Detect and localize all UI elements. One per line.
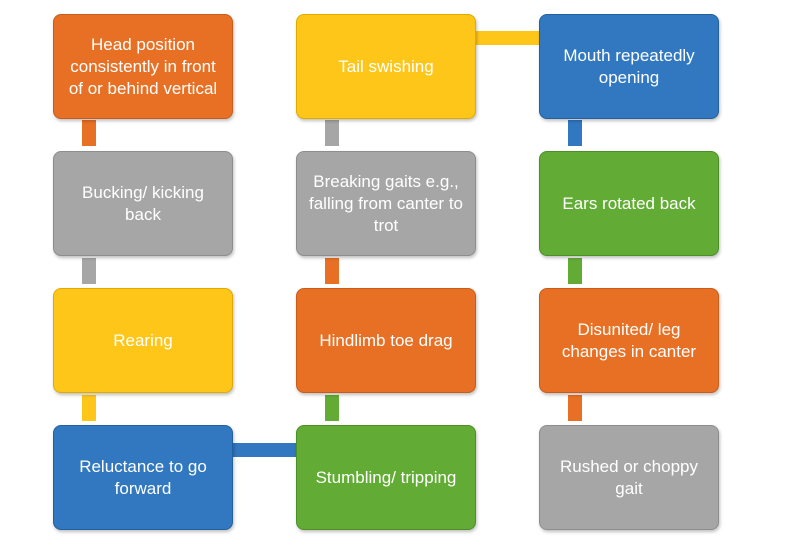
- box-breaking-gaits-label: Breaking gaits e.g., falling from canter…: [308, 171, 463, 235]
- connector-stumbling-to-toe-drag: [325, 395, 339, 421]
- connector-breaking-to-tail: [325, 120, 339, 146]
- box-tail-swishing: Tail swishing: [296, 14, 476, 119]
- connector-disunited-to-rushed: [568, 395, 582, 421]
- box-hindlimb-toe-drag-label: Hindlimb toe drag: [319, 330, 453, 350]
- connector-mouth-to-ears: [568, 120, 582, 146]
- connector-tail-to-mouth: [476, 31, 539, 45]
- box-stumbling-label: Stumbling/ tripping: [315, 467, 457, 487]
- connector-rearing-to-reluctance: [82, 395, 96, 421]
- box-reluctance: Reluctance to go forward: [53, 425, 233, 530]
- box-rearing-label: Rearing: [113, 330, 173, 350]
- box-ears-rotated: Ears rotated back: [539, 151, 719, 256]
- connector-bucking-to-rearing: [82, 258, 96, 284]
- connector-head-to-bucking: [82, 120, 96, 146]
- box-rearing: Rearing: [53, 288, 233, 393]
- box-breaking-gaits: Breaking gaits e.g., falling from canter…: [296, 151, 476, 256]
- box-mouth-opening: Mouth repeatedly opening: [539, 14, 719, 119]
- box-bucking: Bucking/ kicking back: [53, 151, 233, 256]
- box-disunited: Disunited/ leg changes in canter: [539, 288, 719, 393]
- box-rushed-gait-label: Rushed or choppy gait: [560, 456, 698, 498]
- box-head-position: Head position consistently in front of o…: [53, 14, 233, 119]
- box-stumbling: Stumbling/ tripping: [296, 425, 476, 530]
- box-reluctance-label: Reluctance to go forward: [79, 456, 207, 498]
- connector-ears-to-disunited: [568, 258, 582, 284]
- box-disunited-label: Disunited/ leg changes in canter: [561, 319, 697, 361]
- connector-reluctance-to-stumbling: [233, 443, 296, 457]
- box-hindlimb-toe-drag: Hindlimb toe drag: [296, 288, 476, 393]
- box-rushed-gait: Rushed or choppy gait: [539, 425, 719, 530]
- box-ears-rotated-label: Ears rotated back: [562, 193, 696, 213]
- box-mouth-opening-label: Mouth repeatedly opening: [563, 45, 695, 87]
- box-bucking-label: Bucking/ kicking back: [82, 182, 204, 224]
- connector-toe-drag-to-breaking: [325, 258, 339, 284]
- box-tail-swishing-label: Tail swishing: [338, 56, 434, 76]
- box-head-position-label: Head position consistently in front of o…: [68, 34, 218, 98]
